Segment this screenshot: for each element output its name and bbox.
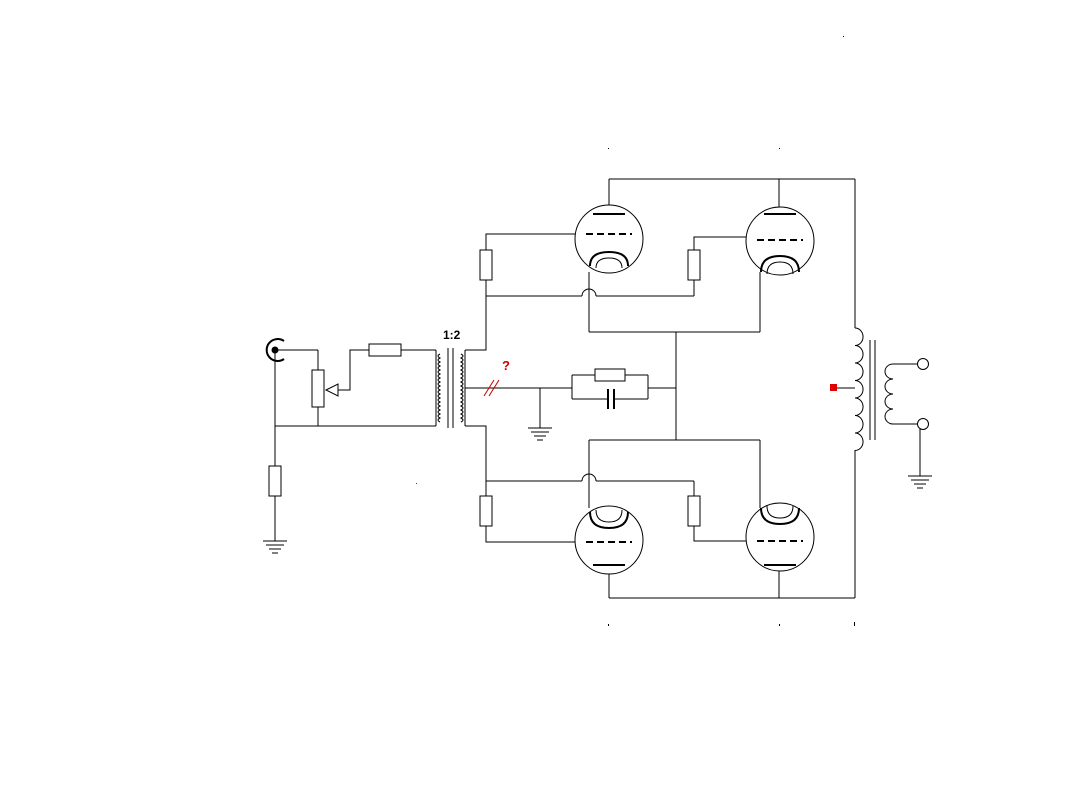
- input-shunt-resistor: [268, 465, 282, 497]
- wire-wiper: [338, 349, 369, 391]
- question-mark-label: ?: [502, 358, 510, 373]
- grid-resistor-bottom-right: [687, 495, 701, 527]
- grid-resistor-top-left: [479, 249, 493, 281]
- ground-icon: [528, 427, 552, 441]
- wire-grid-top-right: [693, 236, 746, 250]
- grid-resistor-bottom-left: [479, 495, 493, 527]
- stray-marks: [416, 36, 855, 626]
- input-transformer: [435, 348, 466, 428]
- terminal-circle-icon[interactable]: [917, 418, 929, 430]
- ground-icon: [908, 475, 932, 489]
- grid-resistor-top-right: [687, 249, 701, 281]
- vacuum-tube-top-left: [574, 204, 644, 274]
- pot-wiper-arrow-icon: [324, 383, 339, 397]
- input-series-resistor: [368, 343, 402, 357]
- vacuum-tube-top-right: [745, 206, 815, 276]
- vacuum-tube-bottom-right: [745, 502, 815, 572]
- break-mark: [483, 379, 500, 397]
- transformer-ratio-label: 1:2: [443, 328, 461, 342]
- output-transformer: [854, 327, 894, 451]
- ground-icon: [263, 540, 287, 554]
- cathode-resistor: [594, 368, 626, 382]
- potentiometer: [311, 369, 325, 408]
- vacuum-tube-bottom-left: [574, 505, 644, 575]
- terminal-circle-icon[interactable]: [917, 358, 929, 370]
- wire-grid-bottom-right: [693, 526, 746, 542]
- bypass-capacitor: [607, 389, 615, 409]
- b-plus-marker: [830, 384, 837, 391]
